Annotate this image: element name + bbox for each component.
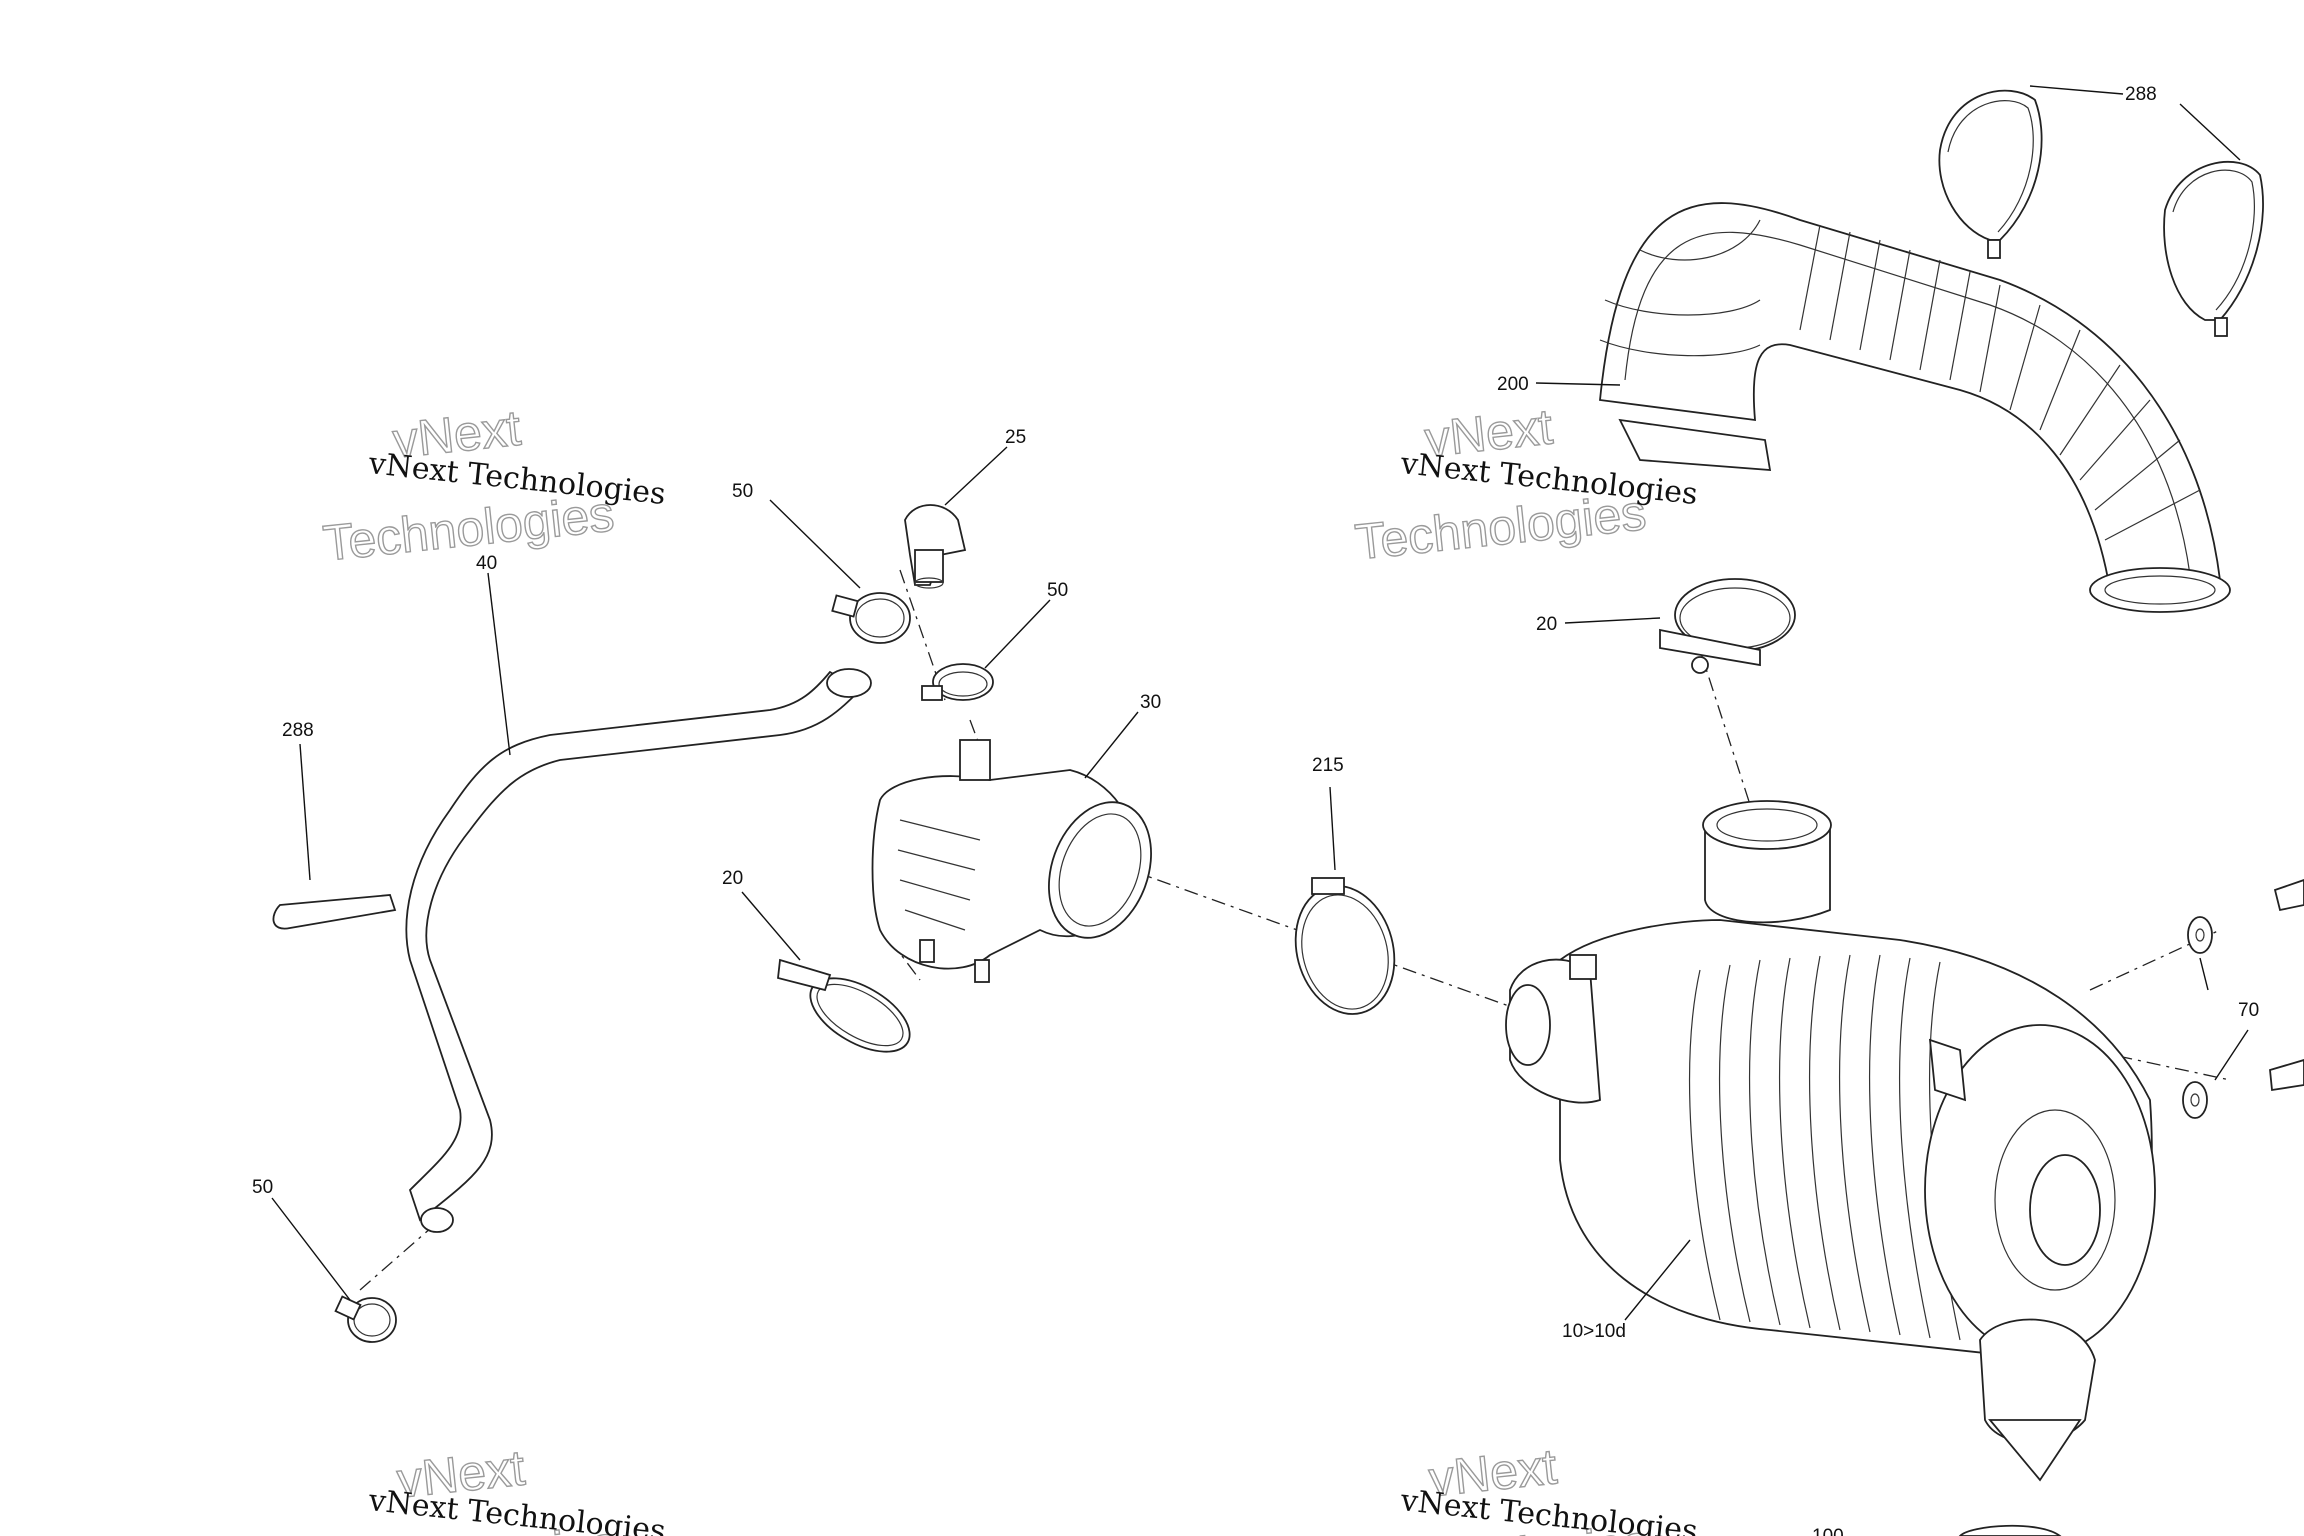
part-50-clamp-bottom-left (334, 1295, 397, 1343)
callout-25: 25 (1005, 427, 1026, 448)
callout-40: 40 (476, 553, 497, 574)
callout-20-left: 20 (722, 868, 743, 889)
part-10-air-filter-housing (1505, 800, 2156, 1482)
part-288-loop-clamps-top (1938, 89, 2264, 337)
part-100-partial (1958, 1524, 2062, 1536)
callout-200: 200 (1497, 374, 1529, 395)
part-50-clamp-top (831, 592, 911, 644)
part-200-intake-duct (1599, 202, 2231, 613)
part-50-clamp-mid (921, 663, 994, 701)
callout-50-bottom: 50 (252, 1177, 273, 1198)
callout-20-right: 20 (1536, 614, 1557, 635)
part-20-clamp-left (777, 958, 911, 1053)
callout-70: 70 (2238, 1000, 2259, 1021)
part-70-bolts-washers (2182, 879, 2304, 1119)
callout-30: 30 (1140, 692, 1161, 713)
callout-100: 100 (1812, 1526, 1844, 1536)
part-288-hose-clip-left (272, 894, 397, 930)
callout-215: 215 (1312, 755, 1344, 776)
leader-lines (271, 85, 2249, 1321)
part-20-clamp-right (1659, 578, 1796, 674)
duct-ribs (1599, 219, 2201, 541)
part-40-vent-hose (405, 668, 872, 1233)
callout-50-top: 50 (732, 481, 753, 502)
callout-288-left: 288 (282, 720, 314, 741)
part-30-throttle-body-boot (871, 739, 1152, 983)
watermark-outline-vnext: vNext (394, 1440, 527, 1509)
callout-labels: 288 200 20 25 50 50 30 40 288 20 215 70 … (252, 84, 2259, 1536)
watermark-outline-vnext: vNext (390, 400, 523, 469)
watermark-outline-vnext: vNext (1422, 398, 1555, 467)
housing-ribs (1689, 954, 1961, 1341)
callout-50-mid: 50 (1047, 580, 1068, 601)
part-215-clamp (1294, 877, 1396, 1015)
part-25-elbow-fitting (904, 504, 967, 589)
callout-10-10d: 10>10d (1562, 1321, 1626, 1342)
callout-288-top: 288 (2125, 84, 2157, 105)
